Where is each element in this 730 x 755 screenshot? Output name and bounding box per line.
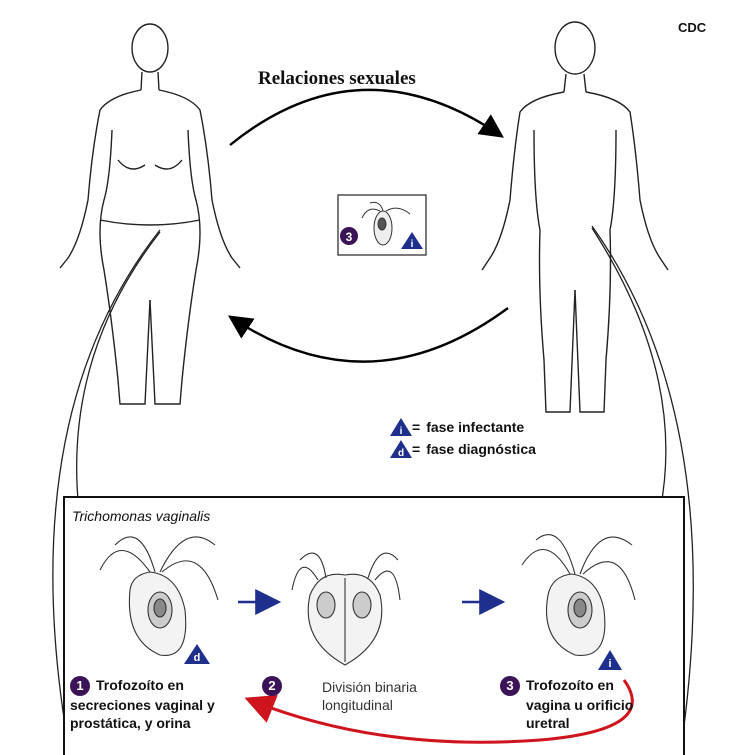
step-3-caption: 3 Trofozoíto en vagina u orificio uretral: [500, 676, 633, 732]
step-2-number-wrap: 2: [262, 676, 288, 696]
legend-diagnostic: = fase diagnóstica: [410, 438, 536, 460]
svg-text:d: d: [398, 448, 404, 459]
step-3-line1: Trofozoíto en: [526, 677, 614, 693]
step-1-number: 1: [70, 676, 90, 696]
legend-infective: = fase infectante: [410, 416, 524, 438]
legend-equals: =: [412, 419, 420, 435]
transmission-arrow-bottom: [232, 308, 508, 362]
male-figure-icon: [482, 22, 668, 412]
step-2-caption: División binaria longitudinal: [322, 678, 417, 714]
transmission-arrow-top: [230, 90, 500, 145]
svg-text:i: i: [400, 426, 403, 437]
legend-diagnostic-text: fase diagnóstica: [426, 441, 536, 457]
source-label: CDC: [678, 20, 706, 35]
legend-infective-text: fase infectante: [426, 419, 524, 435]
step-1-line1: Trofozoíto en: [96, 677, 184, 693]
female-figure-icon: [60, 24, 240, 404]
step-1-line3: prostática, y orina: [70, 714, 215, 732]
step-2-number: 2: [262, 676, 282, 696]
step-1-line2: secreciones vaginal y: [70, 696, 215, 714]
step-3-line2: vagina u orificio: [500, 696, 633, 714]
step-3-line3: uretral: [500, 714, 633, 732]
cycle-curve-inner-right: [592, 228, 666, 520]
svg-text:i: i: [608, 658, 611, 670]
transmission-label: Relaciones sexuales: [258, 68, 416, 90]
panel-title: Trichomonas vaginalis: [72, 508, 210, 524]
cycle-curve-inner-left: [77, 232, 160, 520]
svg-text:d: d: [194, 652, 201, 664]
step-3-number: 3: [500, 676, 520, 696]
svg-text:3: 3: [346, 230, 353, 244]
legend-equals: =: [412, 441, 420, 457]
step-1-caption: 1 Trofozoíto en secreciones vaginal y pro…: [70, 676, 215, 732]
step-2-line1: División binaria: [322, 678, 417, 696]
step-2-line2: longitudinal: [322, 696, 417, 714]
svg-text:i: i: [411, 239, 414, 250]
